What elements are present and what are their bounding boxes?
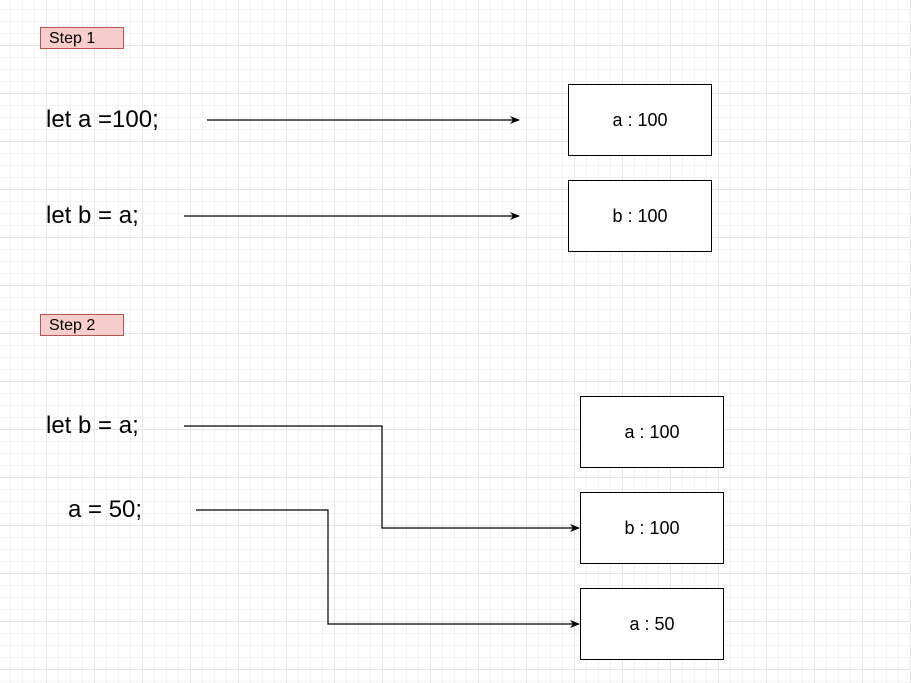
- step-2-arrow-a: [196, 509, 580, 628]
- step-1-code-line-2: let b = a;: [46, 202, 139, 229]
- step-1-memory-box-b: b : 100: [568, 180, 712, 252]
- step-1-code-line-1: let a =100;: [46, 106, 159, 133]
- step-2-memory-box-b-text: b : 100: [624, 517, 680, 538]
- step-2-code-line-1: let b = a;: [46, 412, 139, 439]
- step-2-arrow-b: [184, 425, 580, 532]
- step-2-memory-box-a-text: a : 100: [624, 421, 680, 442]
- step-1-memory-box-a: a : 100: [568, 84, 712, 156]
- step-2-memory-box-b: b : 100: [580, 492, 724, 564]
- step-1-memory-box-a-text: a : 100: [612, 109, 668, 130]
- step-1-label: Step 1: [40, 27, 124, 49]
- step-2-label: Step 2: [40, 314, 124, 336]
- step-1-memory-box-b-text: b : 100: [612, 205, 668, 226]
- step-2-memory-box-a-new: a : 50: [580, 588, 724, 660]
- step-2-memory-box-a-new-text: a : 50: [629, 613, 675, 634]
- step-2-memory-box-a: a : 100: [580, 396, 724, 468]
- step-2-code-line-2: a = 50;: [68, 496, 143, 523]
